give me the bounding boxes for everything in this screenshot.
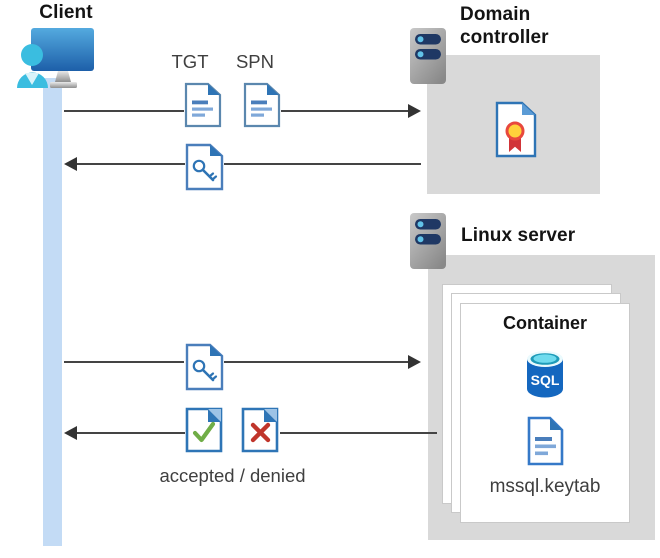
client-lifeline xyxy=(43,78,62,546)
tgt-label: TGT xyxy=(171,51,209,72)
linux-server-icon xyxy=(410,213,446,269)
tgt-ticket-doc-icon xyxy=(184,82,222,128)
linux-server-label: Linux server xyxy=(461,225,576,246)
sql-database-icon: SQL xyxy=(527,351,563,398)
key-ticket-doc-icon xyxy=(185,143,224,191)
domain-controller-label: Domain controller xyxy=(460,3,630,49)
keytab-label: mssql.keytab xyxy=(489,476,601,497)
spn-ticket-doc-icon xyxy=(243,82,281,128)
container-label: Container xyxy=(502,313,587,333)
arrow-key-request-head xyxy=(408,355,421,369)
client-label: Client xyxy=(39,2,93,23)
arrow-tgt-request-line-right xyxy=(281,110,409,112)
accepted-check-doc-icon xyxy=(185,407,223,453)
client-icon xyxy=(17,28,94,88)
sql-icon-label: SQL xyxy=(531,372,560,388)
arrow-ticket-response-line-left xyxy=(77,163,185,165)
certificate-icon xyxy=(495,101,537,158)
domain-controller-server-icon xyxy=(410,28,446,84)
arrow-result-response-head xyxy=(64,426,77,440)
arrow-ticket-response-line-right xyxy=(224,163,421,165)
denied-cross-doc-icon xyxy=(241,407,279,453)
container-card-front xyxy=(460,303,630,523)
arrow-tgt-request-line-left xyxy=(64,110,184,112)
spn-label: SPN xyxy=(235,51,275,72)
keytab-doc-icon xyxy=(527,416,564,466)
domain-controller-label-line1: Domain xyxy=(460,4,531,25)
accepted-denied-label: accepted / denied xyxy=(159,465,306,486)
arrow-key-request-line-left xyxy=(64,361,184,363)
key-ticket-doc-icon-2 xyxy=(185,343,224,391)
arrow-result-response-line-left xyxy=(77,432,185,434)
arrow-tgt-request-head xyxy=(408,104,421,118)
arrow-result-response-line-right xyxy=(280,432,437,434)
domain-controller-label-line2: controller xyxy=(460,27,549,48)
arrow-key-request-line-right xyxy=(224,361,409,363)
arrow-ticket-response-head xyxy=(64,157,77,171)
